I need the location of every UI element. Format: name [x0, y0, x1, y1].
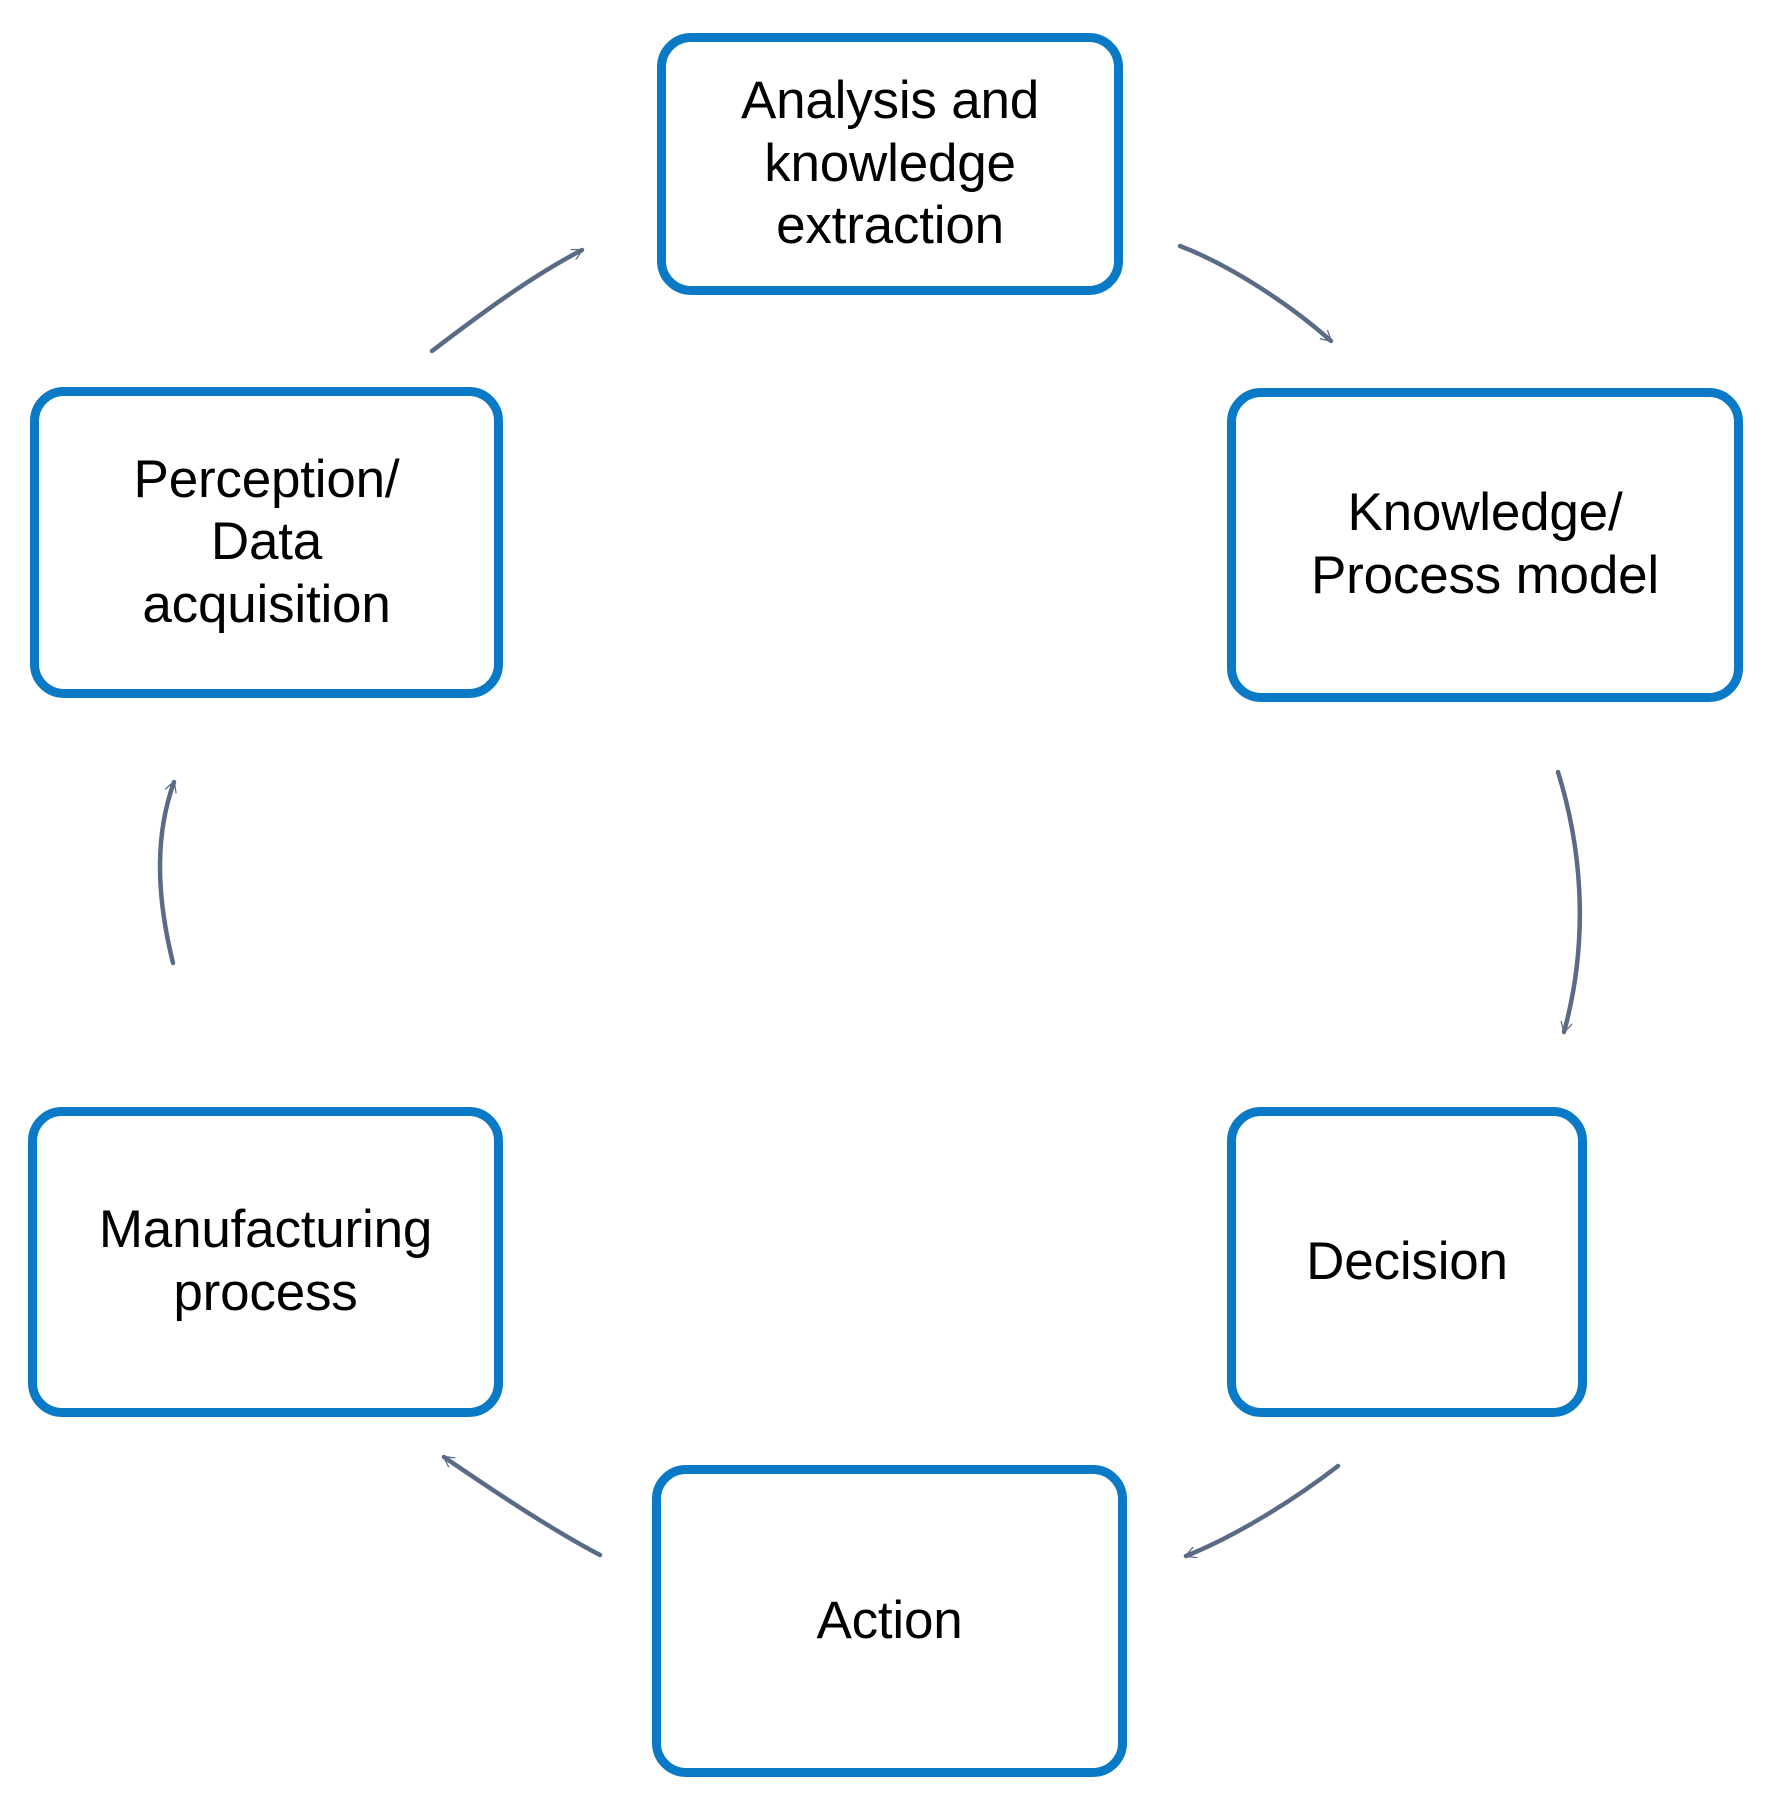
- node-knowledge-process-model[interactable]: Knowledge/ Process model: [1227, 388, 1743, 702]
- edge-action-manufacturing: [441, 1454, 603, 1558]
- edge-analysis-knowledge: [1177, 243, 1334, 344]
- edge-knowledge-decision: [1555, 769, 1583, 1035]
- node-action-label: Action: [816, 1590, 963, 1650]
- edge-manufacturing-perception: [157, 779, 174, 966]
- node-analysis-and-knowledge-extraction[interactable]: Analysis and knowledge extraction: [657, 33, 1123, 295]
- node-knowledge-label: Knowledge/ Process model: [1311, 483, 1659, 605]
- node-manufacturing-label: Manufacturing process: [98, 1200, 433, 1322]
- node-analysis-label: Analysis and knowledge extraction: [740, 71, 1040, 256]
- edge-decision-action: [1183, 1463, 1341, 1556]
- node-decision-label: Decision: [1306, 1231, 1508, 1291]
- edge-perception-analysis: [429, 247, 585, 354]
- node-perception-data-acquisition[interactable]: Perception/ Data acquisition: [30, 387, 503, 698]
- node-decision[interactable]: Decision: [1227, 1107, 1587, 1417]
- node-perception-label: Perception/ Data acquisition: [133, 449, 400, 634]
- node-manufacturing-process[interactable]: Manufacturing process: [28, 1107, 503, 1417]
- node-action[interactable]: Action: [652, 1465, 1127, 1777]
